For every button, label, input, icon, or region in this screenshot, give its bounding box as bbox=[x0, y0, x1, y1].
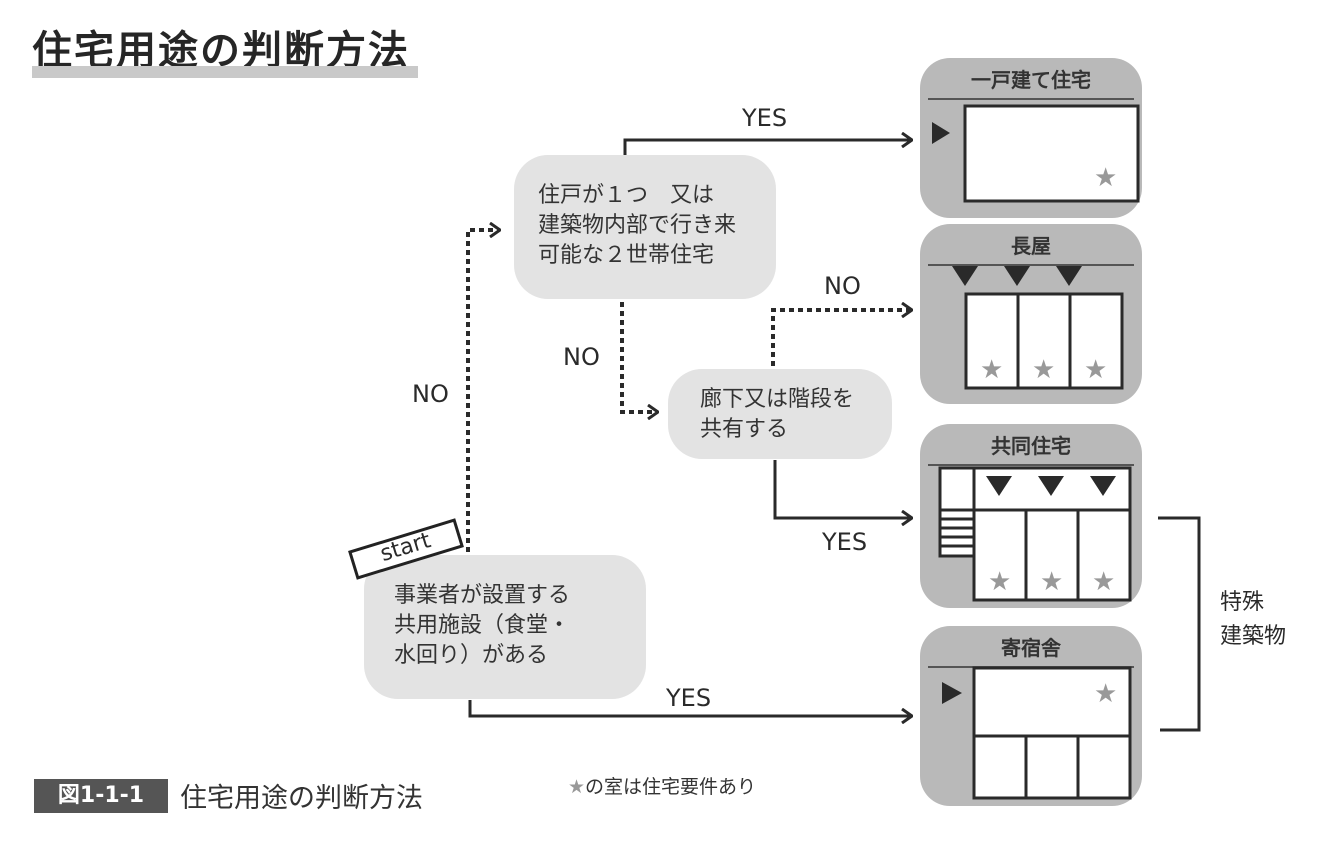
star-icon: ★ bbox=[1092, 567, 1115, 597]
edge-label-q1-yes: YES bbox=[742, 104, 788, 132]
start-question: 事業者が設置する 共用施設（食堂・ 水回り）がある bbox=[364, 555, 646, 699]
outcome-card-dormitory: 寄宿舎 ★ bbox=[920, 626, 1142, 806]
node-text-line: 共用施設（食堂・ bbox=[394, 613, 571, 638]
star-icon: ★ bbox=[568, 776, 586, 798]
star-icon: ★ bbox=[988, 567, 1011, 597]
star-icon: ★ bbox=[1084, 355, 1107, 385]
edge-q2-no bbox=[771, 310, 912, 366]
unit-room bbox=[1016, 292, 1072, 390]
edge-q1-no bbox=[620, 302, 658, 412]
unit-room bbox=[1076, 508, 1132, 602]
title-underline bbox=[32, 66, 418, 78]
detached-floorplan: ★ bbox=[932, 104, 1140, 203]
edge-label-q1-no: NO bbox=[563, 343, 600, 371]
star-icon: ★ bbox=[980, 355, 1003, 385]
edge-q2-yes bbox=[773, 460, 912, 518]
special-building-label: 特殊 建築物 bbox=[1220, 586, 1286, 654]
dormitory-floorplan: ★ bbox=[942, 666, 1132, 800]
label-line: 建築物 bbox=[1220, 624, 1287, 649]
figure-caption: 住宅用途の判断方法 bbox=[180, 783, 423, 814]
node-text-line: 事業者が設置する bbox=[394, 583, 571, 608]
question-one-dwelling: 住戸が１つ 又は 建築物内部で行き来 可能な２世帯住宅 bbox=[514, 155, 776, 299]
edge-label-q2-no: NO bbox=[824, 272, 861, 300]
node-text-line: 可能な２世帯住宅 bbox=[538, 243, 715, 268]
node-text-line: 水回り）がある bbox=[394, 643, 549, 668]
unit-room bbox=[963, 104, 1140, 203]
unit-room bbox=[972, 508, 1028, 602]
outcome-card-apartment: 共同住宅 ★ ★ ★ bbox=[920, 424, 1142, 608]
star-icon: ★ bbox=[1040, 567, 1063, 597]
unit-room bbox=[972, 734, 1028, 800]
apartment-floorplan: ★ ★ ★ bbox=[938, 466, 1132, 602]
edge-start-yes bbox=[468, 700, 912, 716]
shared-room bbox=[972, 666, 1132, 738]
unit-room bbox=[1076, 734, 1132, 800]
row-house-floorplan: ★ ★ ★ bbox=[952, 266, 1124, 390]
special-building-bracket bbox=[1158, 516, 1201, 732]
figure-number-badge: 図1-1-1 bbox=[34, 779, 168, 813]
entrance-arrow-icon bbox=[932, 122, 950, 144]
edge-q1-yes bbox=[623, 140, 912, 155]
outcome-card-row-house: 長屋 ★ ★ ★ bbox=[920, 224, 1142, 404]
unit-room bbox=[1024, 734, 1080, 800]
card-title: 長屋 bbox=[1011, 234, 1051, 258]
star-icon: ★ bbox=[1032, 355, 1055, 385]
star-icon: ★ bbox=[1094, 163, 1117, 193]
edge-label-start-yes: YES bbox=[666, 684, 712, 712]
stairs-icon bbox=[940, 508, 974, 548]
node-text-line: 住戸が１つ 又は bbox=[538, 183, 715, 208]
card-title: 共同住宅 bbox=[991, 434, 1071, 458]
edge-start-no bbox=[466, 230, 500, 552]
label-line: 特殊 bbox=[1220, 590, 1265, 615]
card-title: 一戸建て住宅 bbox=[971, 68, 1091, 92]
star-icon: ★ bbox=[1094, 679, 1117, 709]
edge-label-q2-yes: YES bbox=[822, 528, 868, 556]
stair-hall bbox=[938, 466, 976, 558]
entrance-arrow-icon bbox=[1090, 476, 1116, 496]
entrance-arrow-icon bbox=[942, 682, 962, 704]
card-divider bbox=[928, 464, 1134, 466]
unit-room bbox=[1068, 292, 1124, 390]
edge-label-start-no: NO bbox=[412, 380, 449, 408]
legend-text: の室は住宅要件あり bbox=[585, 776, 757, 798]
outcome-card-detached: 一戸建て住宅 ★ bbox=[920, 58, 1142, 218]
card-divider bbox=[928, 264, 1134, 266]
star-legend: ★の室は住宅要件あり bbox=[568, 772, 756, 799]
node-text-line: 共有する bbox=[700, 417, 789, 442]
entrance-arrow-icon bbox=[1004, 266, 1030, 286]
entrance-arrow-icon bbox=[1056, 266, 1082, 286]
entrance-arrow-icon bbox=[952, 266, 978, 286]
node-text-line: 建築物内部で行き来 bbox=[538, 213, 737, 238]
card-title: 寄宿舎 bbox=[1001, 636, 1061, 660]
question-shared-corridor: 廊下又は階段を 共有する bbox=[668, 369, 892, 459]
entrance-arrow-icon bbox=[1038, 476, 1064, 496]
entrance-arrow-icon bbox=[986, 476, 1012, 496]
card-divider bbox=[928, 98, 1134, 100]
node-text-line: 廊下又は階段を bbox=[700, 387, 855, 412]
